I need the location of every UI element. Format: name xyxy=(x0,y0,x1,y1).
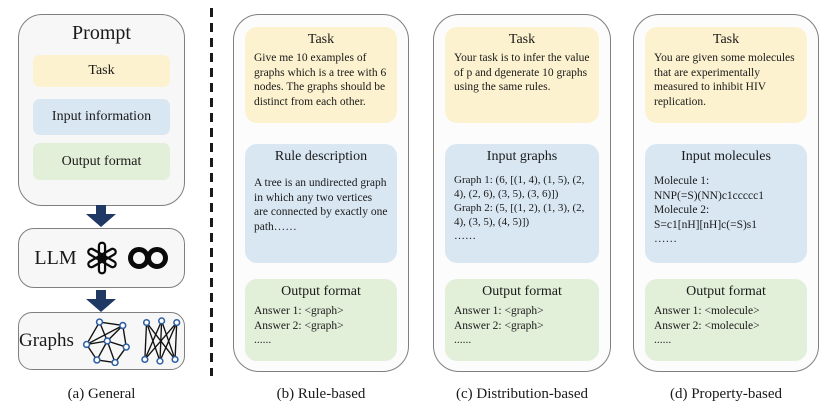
task-card: Task Give me 10 examples of graphs which… xyxy=(245,27,397,123)
task-card-title: Task xyxy=(508,32,536,47)
task-card-title: Task xyxy=(712,32,740,47)
task-card-body: Give me 10 examples of graphs which is a… xyxy=(254,52,387,108)
down-arrow-icon xyxy=(86,205,116,227)
llm-box: LLM xyxy=(18,228,185,288)
output-line: Answer 1: <graph> xyxy=(254,305,344,317)
rule-description-body: A tree is an undirected graph in which a… xyxy=(254,177,388,233)
openai-logo-icon xyxy=(86,241,117,275)
task-card-body: You are given some molecules that are ex… xyxy=(654,52,795,108)
down-arrow-icon xyxy=(86,290,116,312)
caption-general: (a) General xyxy=(67,386,136,402)
task-card: Task Your task is to infer the value of … xyxy=(445,27,599,123)
rule-description-card: Rule description A tree is an undirected… xyxy=(245,144,397,263)
output-line: ...... xyxy=(654,334,672,347)
input-graph-line: Graph 2: (5, [(1, 2), (1, 3), (2, 4), (3… xyxy=(454,201,585,228)
output-line: Answer 2: <molecule> xyxy=(654,319,760,332)
input-graphs-card: Input graphs Graph 1: (6, [(1, 4), (1, 5… xyxy=(445,144,599,263)
task-card-body: Your task is to infer the value of p and… xyxy=(454,52,590,94)
prompt-input-block: Input information xyxy=(33,99,170,135)
output-line: Answer 1: <graph> xyxy=(454,305,544,317)
molecule-smiles: S=c1[nH][nH]c(=S)s1 xyxy=(654,218,758,231)
output-line: Answer 2: <graph> xyxy=(454,319,544,332)
output-format-card: Output format Answer 1: <graph> Answer 2… xyxy=(245,279,397,361)
dashed-divider xyxy=(210,8,213,376)
prompt-output-block: Output format xyxy=(33,143,170,180)
prompt-box: Prompt Task Input information Output for… xyxy=(18,14,185,206)
input-molecules-title: Input molecules xyxy=(681,149,771,164)
output-format-card: Output format Answer 1: <molecule> Answe… xyxy=(645,279,807,361)
prompt-task-block: Task xyxy=(33,55,170,87)
output-format-title: Output format xyxy=(482,284,562,299)
output-line: ...... xyxy=(254,334,272,347)
molecule-smiles: NNP(=S)(NN)c1ccccc1 xyxy=(654,189,764,202)
molecule-label: Molecule 2: xyxy=(654,204,710,217)
output-format-title: Output format xyxy=(686,284,766,299)
caption-rule-based: (b) Rule-based xyxy=(276,386,366,402)
bipartite-graph-icon xyxy=(140,317,181,365)
output-format-title: Output format xyxy=(281,284,361,299)
output-format-card: Output format Answer 1: <graph> Answer 2… xyxy=(445,279,599,361)
rule-description-title: Rule description xyxy=(274,149,368,164)
task-card: Task You are given some molecules that a… xyxy=(645,27,807,123)
random-graph-icon xyxy=(82,318,130,366)
caption-property-based: (d) Property-based xyxy=(669,386,783,402)
graphs-box: Graphs xyxy=(18,312,185,370)
input-graphs-title: Input graphs xyxy=(486,149,558,164)
input-graph-line: Graph 1: (6, [(1, 4), (1, 5), (2, 4), (2… xyxy=(454,174,585,200)
panel-property-based: Task You are given some molecules that a… xyxy=(633,14,819,372)
panel-rule-based: Task Give me 10 examples of graphs which… xyxy=(233,14,409,372)
output-line: Answer 1: <molecule> xyxy=(654,305,760,317)
output-line: Answer 2: <graph> xyxy=(254,319,344,332)
meta-logo-icon xyxy=(127,247,168,269)
task-card-title: Task xyxy=(307,32,335,47)
output-line: ...... xyxy=(454,334,472,347)
input-molecules-card: Input molecules Molecule 1: NNP(=S)(NN)c… xyxy=(645,144,807,263)
ellipsis-line: …… xyxy=(654,233,677,246)
ellipsis-line: …… xyxy=(454,229,476,242)
llm-label: LLM xyxy=(34,246,77,269)
caption-distribution-based: (c) Distribution-based xyxy=(455,386,589,402)
molecule-label: Molecule 1: xyxy=(654,175,710,187)
graphs-label: Graphs xyxy=(19,330,74,351)
prompt-title: Prompt xyxy=(72,22,131,44)
panel-distribution-based: Task Your task is to infer the value of … xyxy=(433,14,611,372)
